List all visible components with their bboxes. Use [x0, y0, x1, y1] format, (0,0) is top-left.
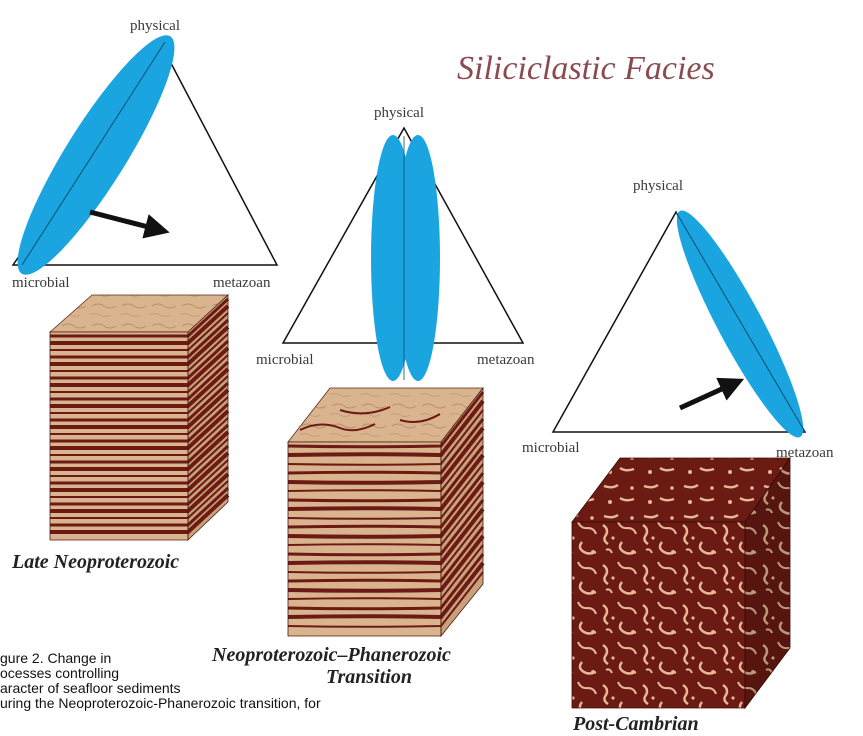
panel-caption-late: Late Neoproterozoic [11, 551, 179, 573]
shift-arrow [90, 212, 160, 230]
label-metazoan: metazoan [477, 352, 535, 368]
process-field-ellipse [660, 201, 819, 448]
figure-caption-line: gure 2. Change in [0, 651, 200, 666]
sediment-block-laminated [50, 295, 228, 540]
label-microbial: microbial [522, 440, 579, 456]
panel-caption-transition-line2: Transition [326, 666, 412, 688]
figure-caption-line: ocesses controlling [0, 666, 200, 681]
label-microbial: microbial [12, 275, 69, 291]
panel-post-cambrian: physical microbial metazoan Post-Cambria… [522, 178, 834, 735]
figure-caption-line: uring the Neoproterozoic-Phanerozoic tra… [0, 696, 520, 711]
shift-arrow [680, 383, 735, 408]
label-metazoan: metazoan [213, 275, 271, 291]
label-microbial: microbial [256, 352, 313, 368]
panel-late-neoproterozoic: physical microbial metazoan Late Neoprot… [0, 18, 277, 573]
figure-caption: gure 2. Change in ocesses controlling ar… [0, 651, 200, 711]
panel-transition: physical microbial metazoan Neoproterozo… [211, 105, 535, 688]
sediment-block-mixed [288, 388, 483, 636]
label-physical: physical [130, 18, 180, 34]
panel-caption-post: Post-Cambrian [572, 713, 699, 735]
figure-caption-line: aracter of seafloor sediments [0, 681, 200, 696]
process-field-ellipse-right [396, 135, 440, 381]
process-field-ellipse [0, 20, 196, 289]
ellipse-axis [22, 42, 165, 265]
figure-title: Siliciclastic Facies [457, 50, 715, 87]
panel-caption-transition-line1: Neoproterozoic–Phanerozoic [211, 644, 451, 666]
label-physical: physical [374, 105, 424, 121]
sediment-block-bioturbated [572, 458, 790, 708]
label-physical: physical [633, 178, 683, 194]
